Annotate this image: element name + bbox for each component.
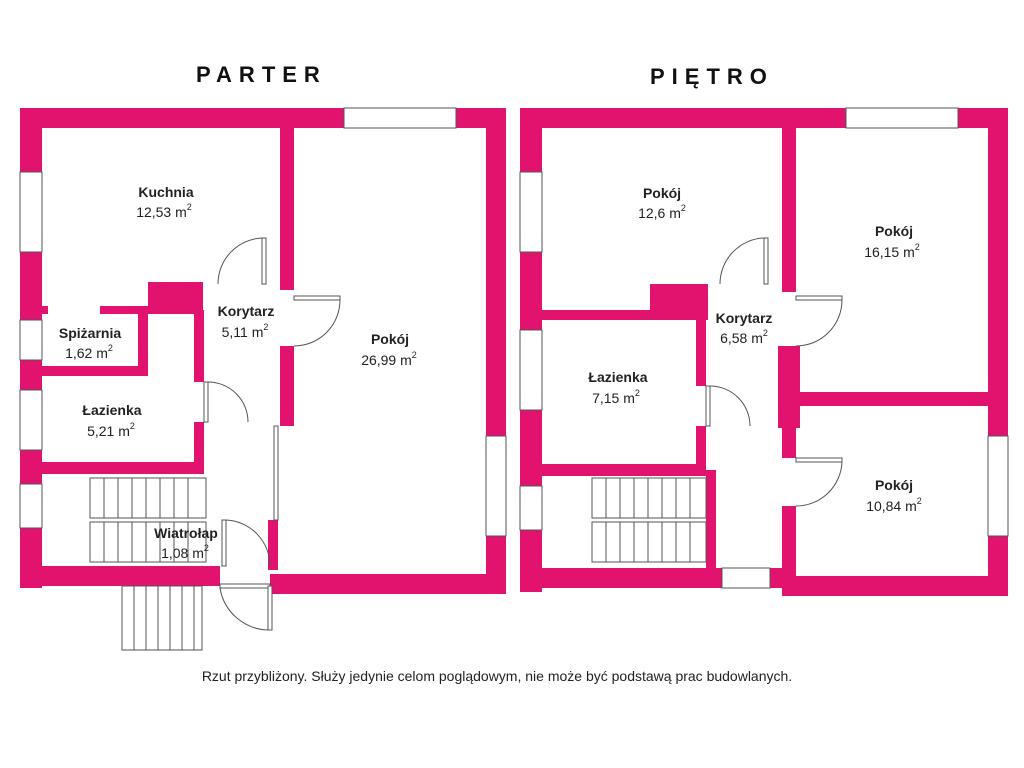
window: [987, 435, 1009, 537]
wall: [696, 426, 706, 470]
wall: [194, 422, 204, 468]
wall: [540, 310, 708, 320]
room-area-kuchnia: 12,53 m2: [136, 202, 192, 220]
window: [519, 171, 543, 253]
wall: [280, 120, 294, 290]
wall: [20, 366, 148, 376]
wall: [100, 306, 200, 314]
window: [19, 389, 43, 451]
wall: [696, 310, 706, 386]
window: [721, 567, 771, 589]
window: [485, 435, 507, 537]
wall: [40, 462, 204, 474]
room-area-lazienka-parter: 5,21 m2: [87, 421, 135, 439]
room-area-korytarz-pietro: 6,58 m2: [720, 328, 768, 346]
room-area-lazienka-pietro: 7,15 m2: [592, 388, 640, 406]
wall: [20, 566, 220, 586]
room-name-lazienka-parter: Łazienka: [82, 402, 141, 418]
room-name-lazienka-pietro: Łazienka: [588, 369, 647, 385]
wall: [540, 464, 706, 476]
wall: [270, 574, 506, 594]
disclaimer-text: Rzut przybliżony. Służy jedynie celom po…: [202, 668, 792, 684]
ground-floor: [19, 107, 507, 651]
door: [795, 457, 843, 507]
wall: [40, 306, 48, 314]
room-area-pokoj-3: 10,84 m2: [866, 496, 922, 514]
door: [293, 295, 341, 347]
wall: [520, 568, 782, 588]
door: [719, 237, 769, 285]
window: [519, 329, 543, 411]
window: [845, 107, 959, 129]
window: [343, 107, 457, 129]
opening: [273, 425, 279, 521]
door: [705, 385, 751, 427]
room-name-kuchnia: Kuchnia: [138, 184, 193, 200]
door: [203, 381, 249, 423]
wall: [782, 576, 1008, 596]
wall: [782, 120, 796, 292]
window: [19, 319, 43, 361]
floor-title-upper: PIĘTRO: [650, 64, 774, 89]
room-name-pokoj-parter: Pokój: [371, 331, 409, 347]
room-area-pokoj-1: 12,6 m2: [638, 203, 686, 221]
room-name-pokoj-1: Pokój: [643, 185, 681, 201]
window: [519, 485, 543, 531]
room-area-spizarnia: 1,62 m2: [65, 343, 113, 361]
upper-floor: [519, 107, 1009, 596]
wall: [706, 470, 716, 570]
wall: [782, 506, 796, 586]
wall: [782, 400, 796, 458]
room-name-korytarz-parter: Korytarz: [218, 303, 275, 319]
wall: [194, 310, 204, 382]
room-name-pokoj-2: Pokój: [875, 223, 913, 239]
door: [217, 237, 267, 285]
room-name-spizarnia: Spiżarnia: [59, 325, 121, 341]
stairs: [591, 477, 707, 563]
wall: [148, 282, 203, 310]
wall: [650, 284, 708, 312]
room-area-pokoj-parter: 26,99 m2: [361, 350, 417, 368]
floor-title-ground: PARTER: [196, 62, 327, 87]
room-name-korytarz-pietro: Korytarz: [716, 310, 773, 326]
wall: [796, 392, 1008, 406]
stairs: [89, 477, 207, 563]
room-name-pokoj-3: Pokój: [875, 477, 913, 493]
window: [19, 171, 43, 253]
window: [19, 483, 43, 529]
room-area-wiatrolap: 1,08 m2: [161, 543, 209, 561]
entry-steps: [121, 585, 203, 651]
door: [795, 295, 843, 347]
door: [221, 519, 271, 567]
wall: [280, 346, 294, 426]
room-area-pokoj-2: 16,15 m2: [864, 242, 920, 260]
door: [219, 583, 273, 631]
room-name-wiatrolap: Wiatrołap: [154, 525, 218, 541]
room-area-korytarz-parter: 5,11 m2: [222, 322, 269, 340]
wall: [138, 310, 148, 370]
wall: [268, 520, 278, 570]
